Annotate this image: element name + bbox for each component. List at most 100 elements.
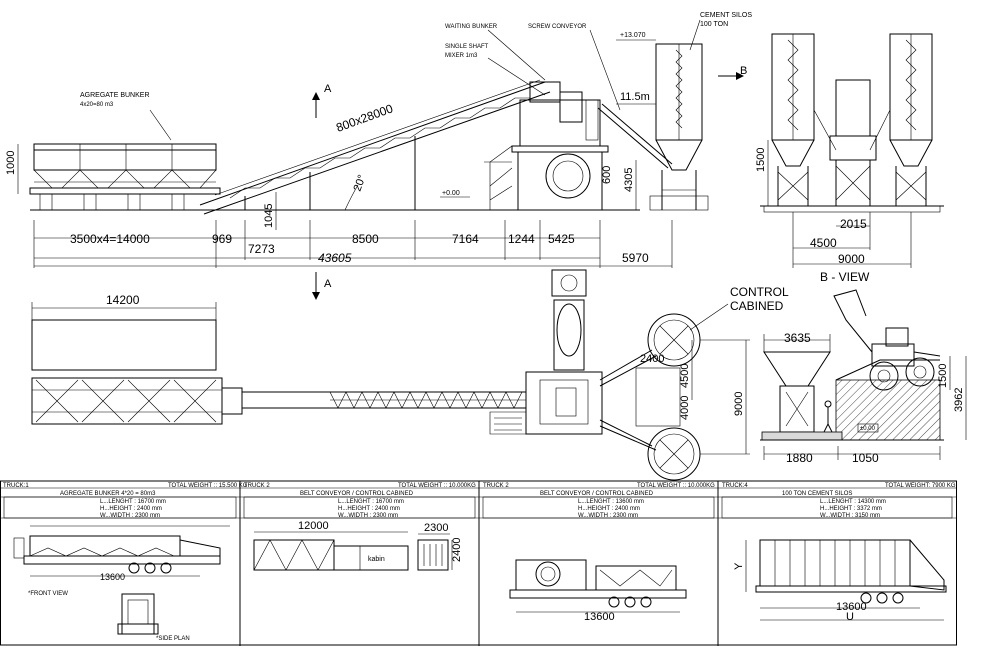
dim-1045: 1045 — [263, 204, 275, 228]
truck3-weight: TOTAL WEIGHT :: 10.000KG — [637, 483, 715, 489]
dim-5425: 5425 — [548, 232, 575, 246]
truck4-dim: 13600 — [836, 601, 867, 613]
truck4-height: H...HEIGHT : 3372 mm — [820, 506, 882, 512]
dim-11-5: 11.5m — [620, 91, 650, 103]
section-a-top: A — [324, 83, 332, 95]
truck-panel-3: TRUCK 2 TOTAL WEIGHT :: 10.000KG BELT CO… — [483, 483, 715, 623]
plan-dim-9000: 9000 — [733, 392, 745, 416]
plan-view: 14200 — [31, 269, 789, 481]
dim-bunker-height: 1000 — [5, 151, 17, 175]
truck4-length: L...LENGHT : 14300 mm — [820, 499, 886, 505]
truck2-width: W...WIDTH : 2300 mm — [338, 513, 398, 519]
plan-dim-2400: 2400 — [640, 353, 664, 365]
label-aggregate-bunker-sub: 4x20=80 m3 — [80, 102, 114, 108]
truck2-dim-2400: 2400 — [451, 538, 463, 562]
silo-plan — [599, 313, 701, 481]
truck1-weight: TOTAL WEIGHT :: 15.500 KG — [168, 483, 248, 489]
truck2-dim-2300: 2300 — [424, 522, 448, 534]
loader-side-view: 3635 ±0.00 1500 3962 18 — [760, 289, 967, 465]
b-view: 1500 2015 4500 9000 B - VIEW — [755, 33, 944, 284]
truck2-title: BELT CONVEYOR / CONTROL CABINED — [300, 491, 414, 497]
label-control: CONTROL — [730, 285, 789, 299]
label-cabined: CABINED — [730, 299, 784, 313]
truck-panels: TRUCK:1 TOTAL WEIGHT :: 15.500 KG AGREGA… — [0, 480, 957, 646]
truck3-width: W...WIDTH : 2300 mm — [578, 513, 638, 519]
plan-dim-4500: 4500 — [679, 364, 691, 388]
dim-total: 43605 — [318, 251, 352, 265]
level-zero: +0.00 — [442, 190, 460, 197]
bview-dim-2015: 2015 — [840, 217, 867, 231]
truck4-dim-u: U — [846, 611, 854, 623]
label-single-shaft: SINGLE SHAFT — [445, 44, 489, 50]
truck3-title: BELT CONVEYOR / CONTROL CABINED — [540, 491, 654, 497]
dim-angle: 20° — [352, 173, 369, 193]
truck4-id: TRUCK:4 — [722, 483, 748, 489]
dim-5970: 5970 — [622, 251, 649, 265]
truck4-weight: TOTAL WEIGHT: 7900 KG — [885, 483, 956, 489]
truck1-height: H...HEIGHT : 2400 mm — [100, 506, 162, 512]
truck1-id: TRUCK:1 — [3, 483, 29, 489]
dim-4305: 4305 — [623, 168, 635, 192]
dim-belt-size: 800x28000 — [334, 101, 395, 135]
section-b: B — [740, 65, 747, 77]
truck1-length: L...LENGHT : 16700 mm — [100, 499, 166, 505]
side-dim-1500: 1500 — [937, 364, 949, 388]
truck1-note-side: *SIDE PLAN — [156, 636, 190, 642]
bview-dim-1500: 1500 — [755, 148, 767, 172]
side-dim-3635: 3635 — [784, 331, 811, 345]
label-screw-conveyor: SCREW CONVEYOR — [528, 24, 587, 30]
bview-dim-4500: 4500 — [810, 236, 837, 250]
mixer-tower — [484, 81, 609, 210]
side-dim-1050: 1050 — [852, 451, 879, 465]
truck1-width: W...WIDTH : 2300 mm — [100, 513, 160, 519]
level-top: +13.070 — [620, 32, 646, 39]
bview-title: B - VIEW — [820, 270, 870, 284]
bview-dim-9000: 9000 — [838, 252, 865, 266]
truck2-cabin: kabin — [368, 556, 385, 563]
plan-dim-14200: 14200 — [106, 293, 140, 307]
cement-silo-elevation — [649, 43, 709, 211]
aggregate-bunker — [29, 109, 221, 211]
inclined-belt-conveyor — [199, 79, 551, 215]
dim-8500: 8500 — [352, 232, 379, 246]
truck-panel-1: TRUCK:1 TOTAL WEIGHT :: 15.500 KG AGREGA… — [3, 483, 248, 642]
dim-bunkers: 3500x4=14000 — [70, 232, 150, 246]
truck3-id: TRUCK 2 — [483, 483, 509, 489]
side-level: ±0.00 — [860, 426, 876, 432]
wheel-loader — [833, 289, 941, 391]
truck-panel-2: TRUCK 2 TOTAL WEIGHT :: 10.000KG BELT CO… — [244, 483, 476, 571]
truck1-note-front: *FRONT VIEW — [28, 591, 68, 597]
dim-7164: 7164 — [452, 232, 479, 246]
truck3-dim: 13600 — [584, 611, 615, 623]
plan-dim-4000: 4000 — [679, 396, 691, 420]
truck4-dim-y: Y — [733, 562, 745, 570]
label-cement-silos: CEMENT SILOS — [700, 12, 752, 19]
truck2-dim-12000: 12000 — [298, 520, 329, 532]
truck-mixer-plan — [551, 269, 587, 371]
dim-600: 600 — [601, 166, 613, 184]
truck1-title: AGREGATE BUNKER 4*20 = 80m3 — [60, 491, 156, 497]
label-cement-silos-sub: 100 TON — [700, 21, 728, 28]
truck4-width: W...WIDTH : 3150 mm — [820, 513, 880, 519]
dim-969: 969 — [212, 232, 232, 246]
side-dim-3962: 3962 — [953, 388, 965, 412]
side-dim-1880: 1880 — [786, 451, 813, 465]
truck2-weight: TOTAL WEIGHT :: 10.000KG — [398, 483, 476, 489]
truck3-length: L...LENGHT : 13600 mm — [578, 499, 644, 505]
label-waiting-bunker: WAITING BUNKER — [445, 24, 498, 30]
truck2-length: L...LENGHT : 16700 mm — [338, 499, 404, 505]
truck3-height: H...HEIGHT : 2400 mm — [578, 506, 640, 512]
truck2-id: TRUCK 2 — [244, 483, 270, 489]
dim-7273: 7273 — [248, 242, 275, 256]
dim-1244: 1244 — [508, 232, 535, 246]
elevation-view: AGREGATE BUNKER 4x20=80 m3 1000 800x2800… — [5, 12, 752, 300]
truck-panel-4: TRUCK:4 TOTAL WEIGHT: 7900 KG 100 TON CE… — [722, 483, 956, 623]
truck2-height: H...HEIGHT : 2400 mm — [338, 506, 400, 512]
truck4-title: 100 TON CEMENT SILOS — [782, 491, 852, 497]
section-a-bottom: A — [324, 278, 332, 290]
truck1-dim: 13600 — [100, 572, 125, 582]
label-aggregate-bunker: AGREGATE BUNKER — [80, 92, 150, 99]
label-single-shaft-sub: MIXER 1m3 — [445, 53, 478, 59]
